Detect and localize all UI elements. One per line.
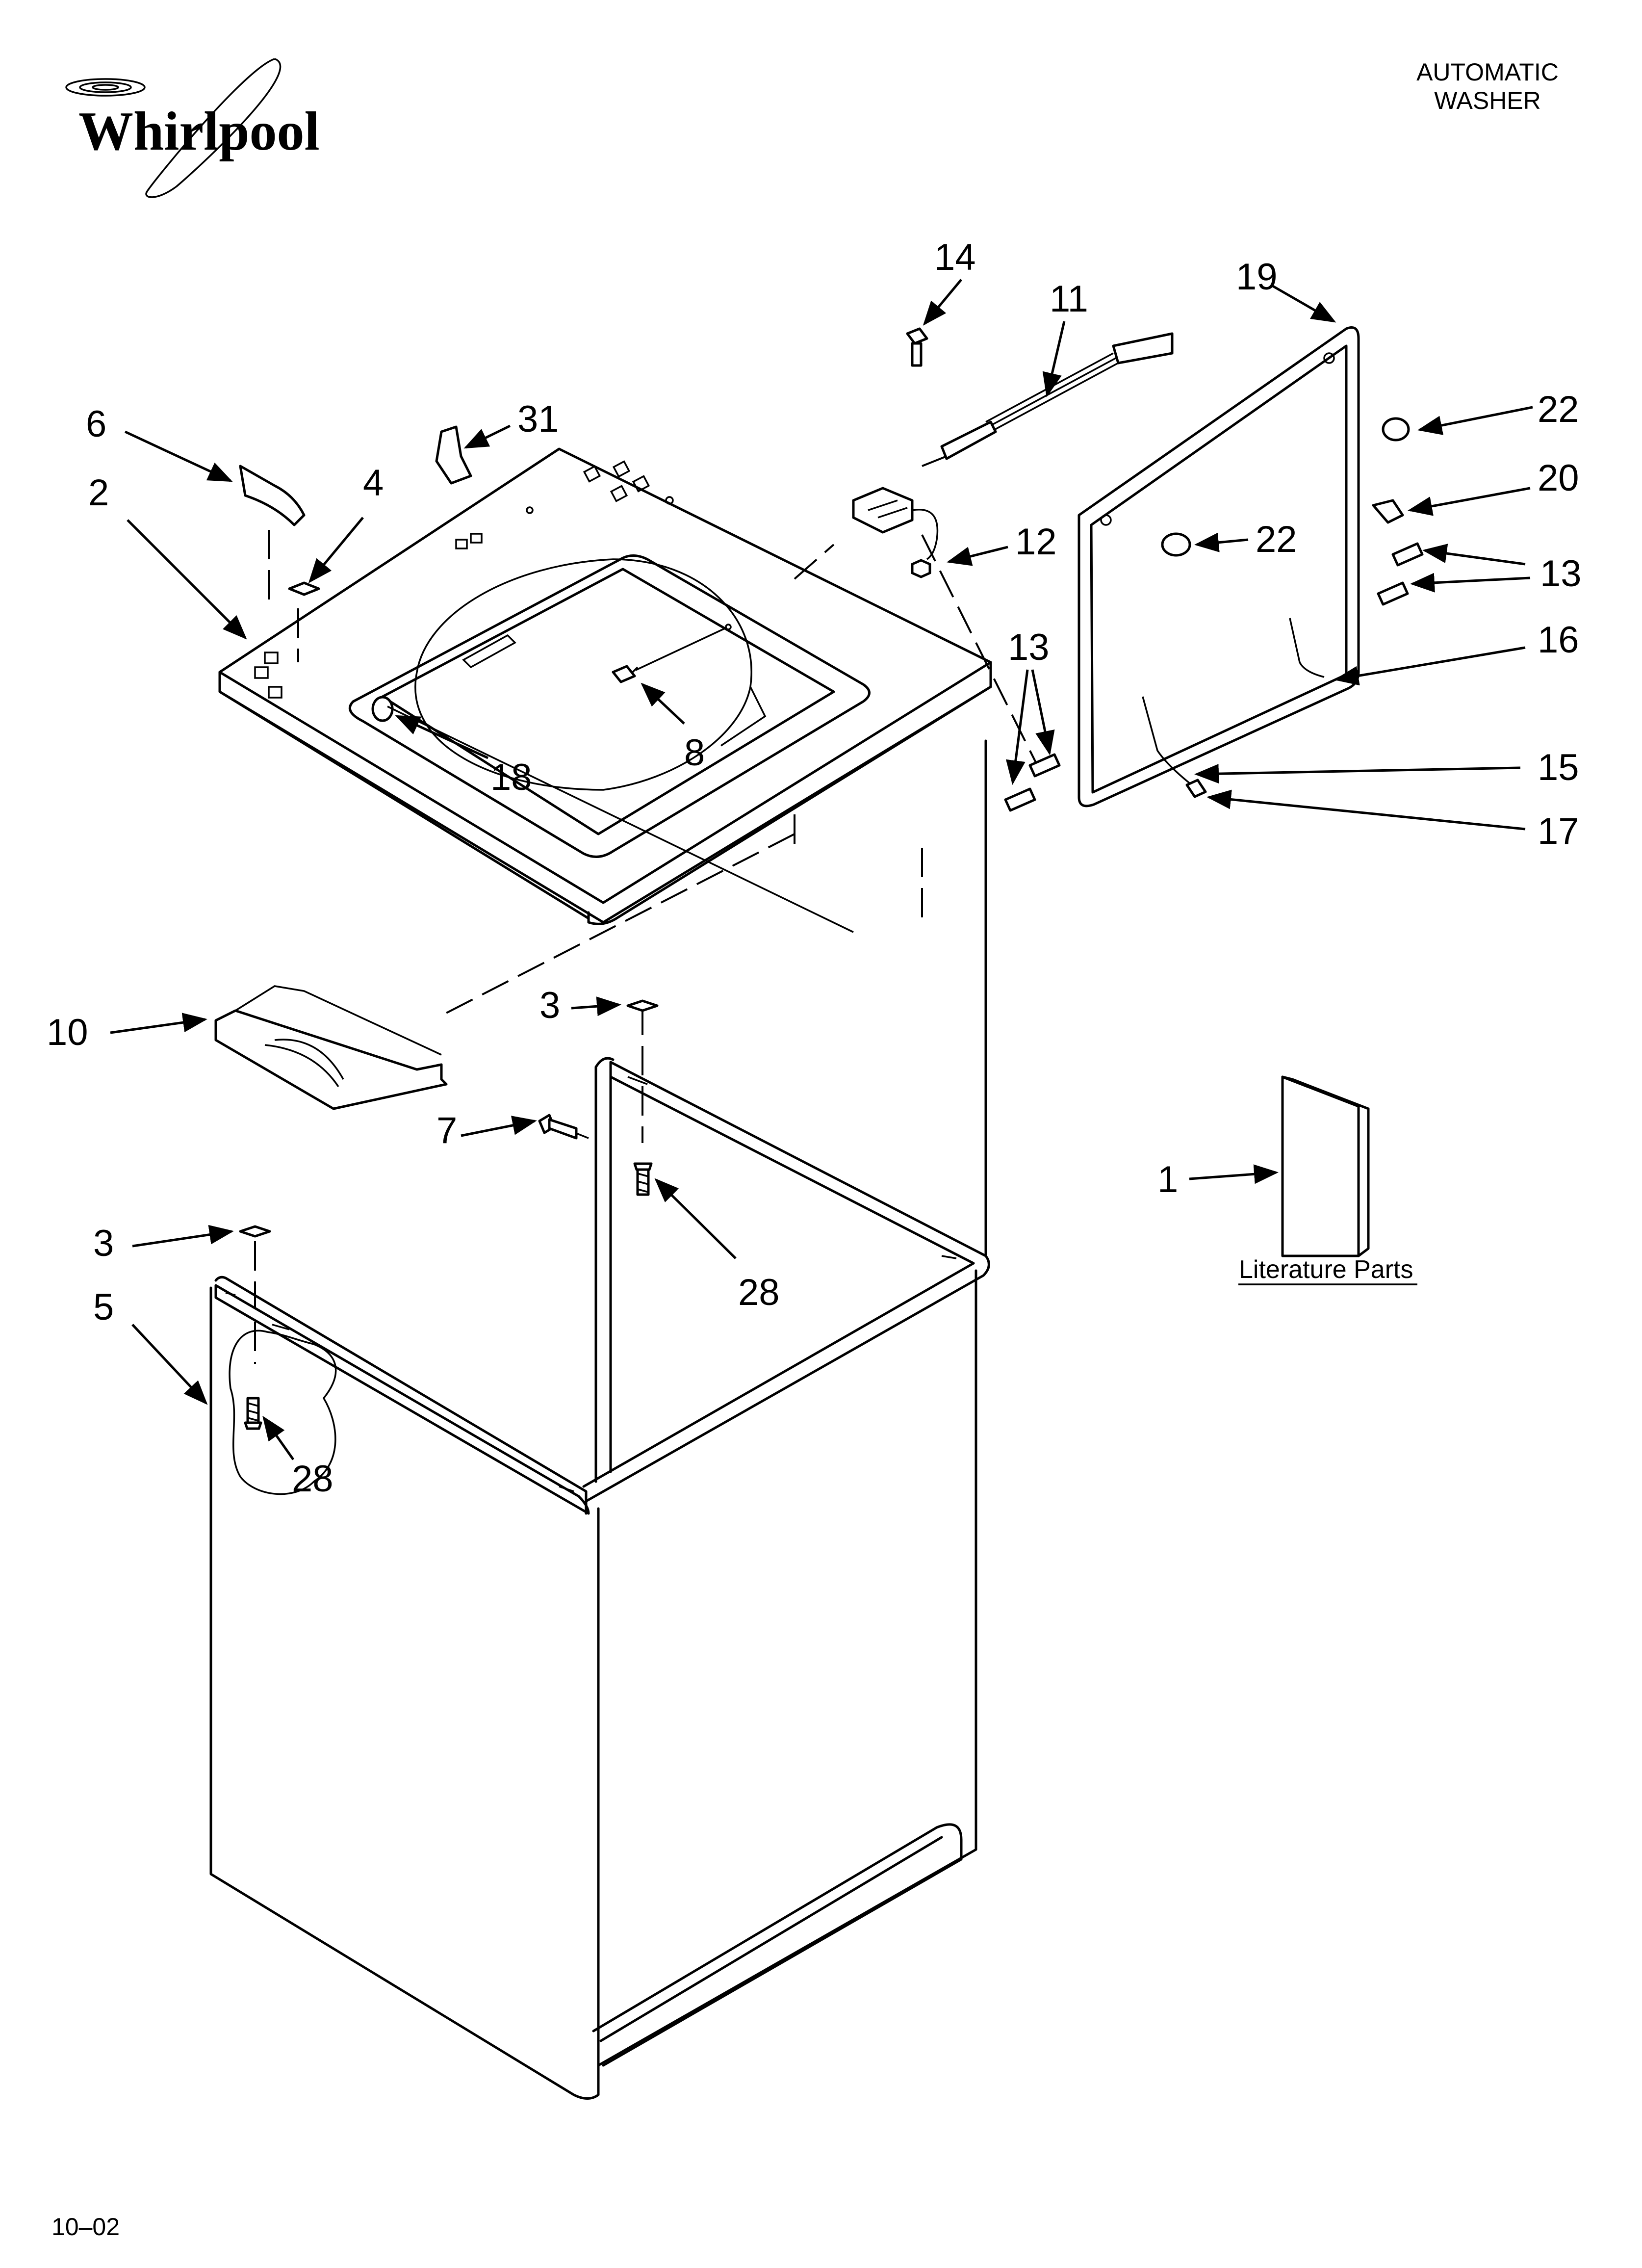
callout-17: 17 <box>1538 810 1579 852</box>
callout-6: 6 <box>86 403 106 445</box>
callout-arrows <box>110 279 1533 1460</box>
callout-22: 22 <box>1538 389 1579 430</box>
clip-part-6 <box>239 465 306 526</box>
wire-harness-part-11 <box>940 332 1174 460</box>
hose-part-16 <box>1289 618 1325 678</box>
clip-part-4 <box>288 581 320 596</box>
title-line-1: AUTOMATIC <box>1416 58 1559 86</box>
bracket-part-10 <box>214 985 448 1110</box>
screw-part-14 <box>906 327 928 367</box>
callout-8: 8 <box>684 732 705 774</box>
guide-line <box>441 833 795 1017</box>
cap-part-17 <box>1185 779 1207 798</box>
knob-part-22 <box>1161 532 1191 557</box>
callout-5: 5 <box>93 1286 114 1328</box>
callout-22-b: 22 <box>1256 519 1297 560</box>
screw-part-13 <box>1377 581 1409 606</box>
diagram-title: AUTOMATIC WASHER <box>1389 58 1586 115</box>
screw-part-7 <box>538 1114 589 1140</box>
literature-parts: Literature Parts <box>1238 1075 1417 1285</box>
callout-12: 12 <box>1015 521 1057 563</box>
lid-switch-assembly <box>852 487 939 560</box>
title-line-2: WASHER <box>1434 87 1541 114</box>
console-frame-part-19 <box>1078 326 1360 808</box>
callout-1: 1 <box>1157 1159 1178 1200</box>
callout-15: 15 <box>1538 747 1579 788</box>
screw-part-13 <box>1028 753 1061 778</box>
whirlpool-logo: Whirlpool <box>65 58 320 198</box>
callout-28: 28 <box>738 1272 780 1313</box>
callout-18: 18 <box>490 756 532 798</box>
clip-part-31 <box>435 425 472 485</box>
clip-part-20 <box>1372 499 1404 524</box>
screw-part-28 <box>633 1162 653 1196</box>
guide-line <box>794 544 835 580</box>
callout-14: 14 <box>934 236 976 278</box>
screw-part-13 <box>1004 787 1036 812</box>
callout-3: 3 <box>539 985 560 1026</box>
callout-13-b: 13 <box>1008 626 1050 668</box>
callout-3-b: 3 <box>93 1223 114 1264</box>
callout-20: 20 <box>1538 457 1579 499</box>
callout-2: 2 <box>88 472 109 514</box>
callout-11: 11 <box>1050 278 1088 320</box>
clip-part-3 <box>239 1225 271 1238</box>
callout-31: 31 <box>517 398 559 440</box>
guide-line <box>922 455 947 467</box>
screw-part-13 <box>1391 542 1424 567</box>
callout-10: 10 <box>47 1012 88 1053</box>
callout-16: 16 <box>1538 619 1579 661</box>
callout-7: 7 <box>436 1110 457 1151</box>
clip-part-3 <box>626 999 659 1012</box>
logo-wordmark: Whirlpool <box>78 101 320 162</box>
washer-top <box>218 447 992 933</box>
nut-part-12 <box>911 559 931 578</box>
literature-parts-label: Literature Parts <box>1239 1255 1413 1284</box>
callout-13: 13 <box>1540 553 1582 595</box>
revision-code: 10–02 <box>51 2213 120 2241</box>
hose-part-15 <box>1142 696 1193 786</box>
callout-28-b: 28 <box>292 1458 334 1500</box>
knob-part-22 <box>1382 417 1410 442</box>
callout-4: 4 <box>363 462 384 504</box>
washer-cabinet <box>209 739 990 2100</box>
callout-19: 19 <box>1236 256 1278 298</box>
